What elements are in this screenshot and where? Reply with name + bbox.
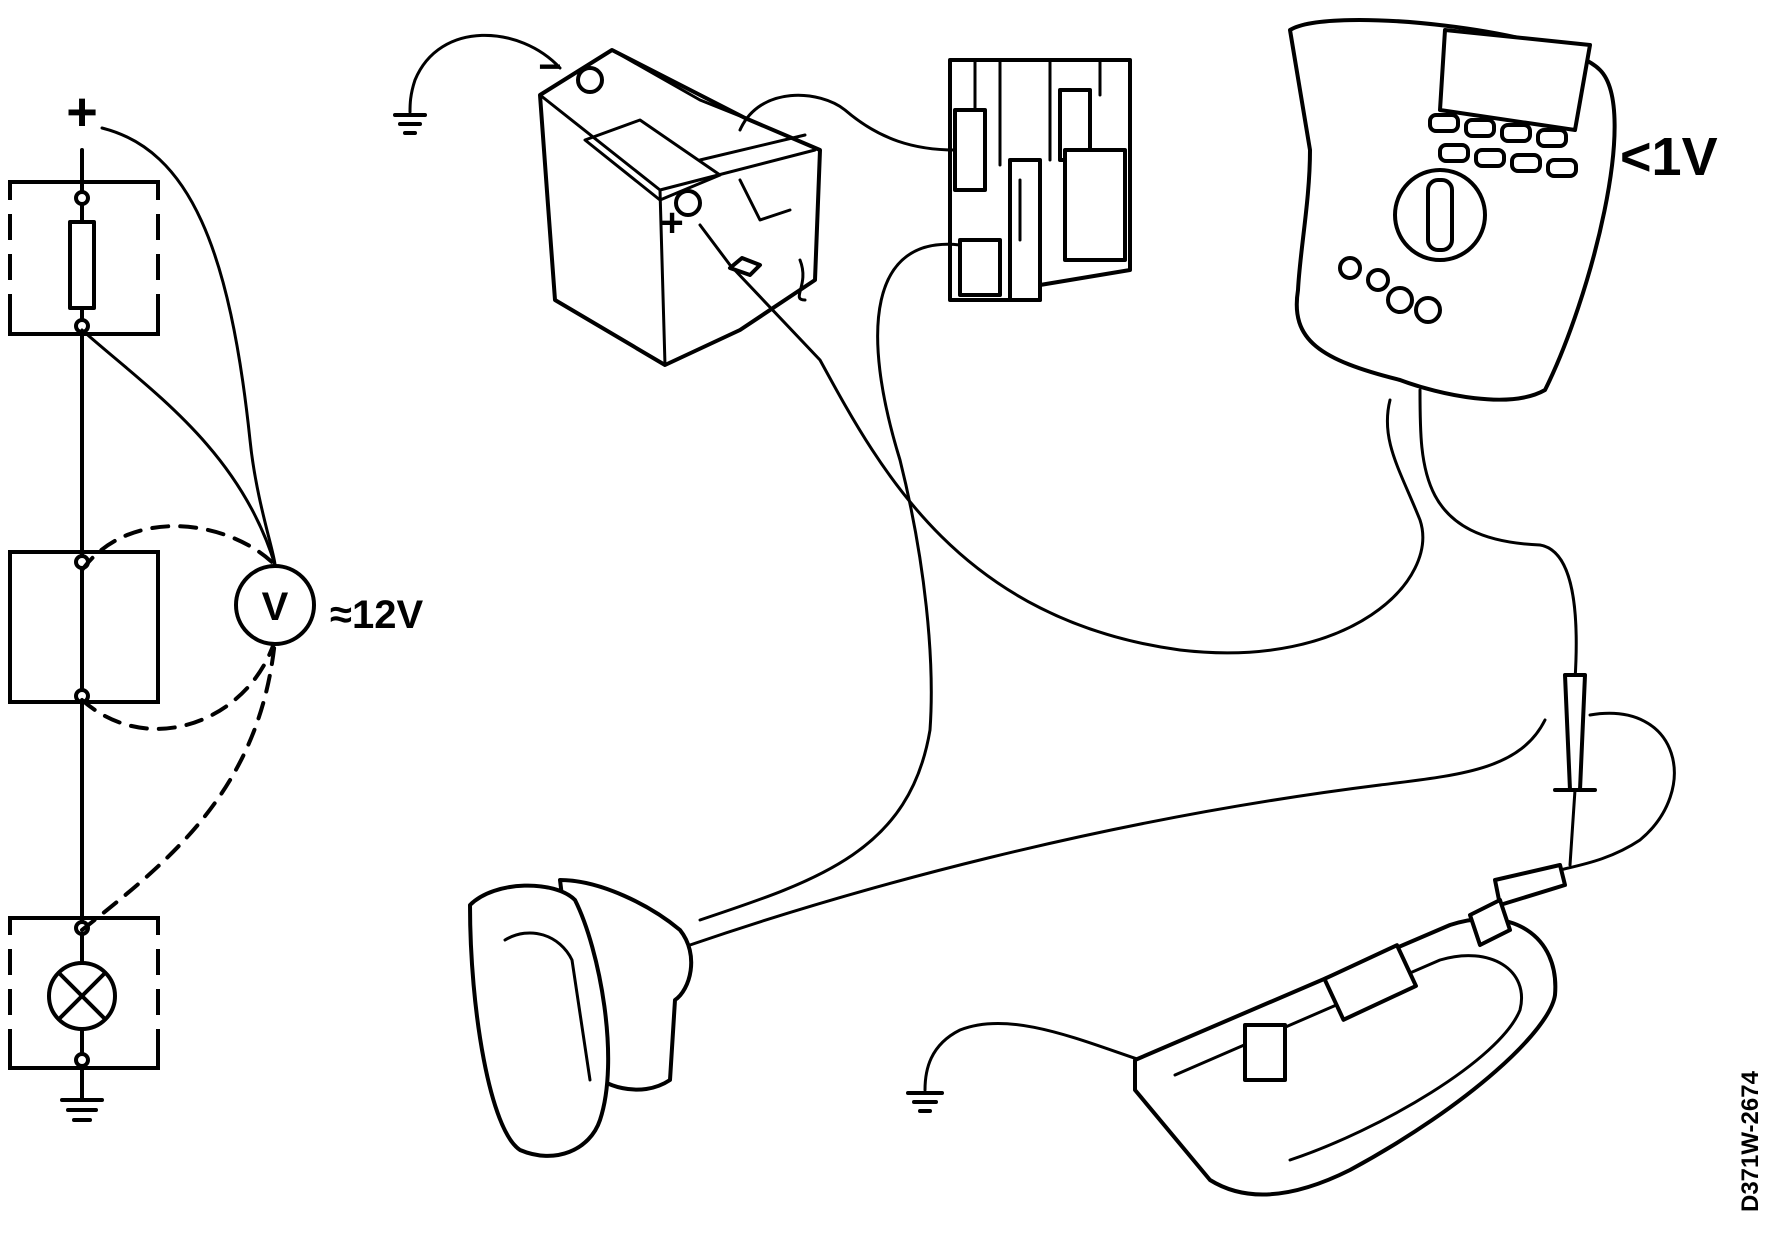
- battery-ground-wire: [408, 33, 562, 114]
- lamp-block: [8, 916, 160, 1070]
- voltmeter-probe-switch-in: [80, 524, 277, 572]
- circuit-schematic: + V ≈12V: [6, 82, 423, 1122]
- light-connector: [1243, 1023, 1287, 1082]
- fuse-box: [948, 58, 1132, 302]
- voltmeter-symbol: V: [262, 585, 289, 629]
- ground-icon: [60, 1098, 104, 1122]
- fuse-resistor-icon: [68, 220, 96, 310]
- wire-battery-probe-to-meter: [698, 223, 1425, 655]
- wire-fuse-to-switch: [698, 242, 962, 922]
- battery-probe-tip: [728, 256, 762, 277]
- fuse-icon: [1008, 158, 1042, 302]
- lamp-icon: [47, 961, 117, 1031]
- rocker-switch-cap: [468, 883, 611, 1158]
- wire-switch-to-light: [688, 718, 1547, 947]
- voltmeter-probe-fuse: [80, 328, 277, 567]
- figure-code: D371W-2674: [1737, 1070, 1764, 1212]
- battery: − +: [393, 33, 822, 367]
- wire-meter-to-light-probe: [1418, 388, 1578, 682]
- battery-ground-icon: [393, 113, 427, 135]
- supply-positive-sign: +: [66, 82, 98, 142]
- multimeter-display: [1438, 28, 1592, 132]
- voltmeter-probe-positive: [100, 126, 277, 567]
- rocker-switch: [468, 878, 694, 1158]
- wire-battery-to-fuse: [738, 93, 957, 152]
- voltmeter-probe-lamp: [80, 638, 277, 932]
- wiring: [688, 93, 1676, 1113]
- voltmeter-icon: [234, 564, 316, 646]
- light-bulb-icon: [1322, 943, 1418, 1022]
- light-ground-wire: [923, 1021, 1142, 1092]
- battery-positive-sign: +: [660, 201, 683, 245]
- interior-light: [1133, 863, 1567, 1197]
- battery-negative-sign: −: [538, 45, 561, 89]
- fuse-block: [8, 180, 160, 336]
- light-ground-icon: [906, 1091, 944, 1113]
- light-probe-icon: [1563, 673, 1587, 792]
- light-housing: [1133, 916, 1558, 1197]
- voltmeter-reading: ≈12V: [330, 593, 423, 637]
- multimeter-reading: <1V: [1620, 127, 1718, 187]
- voltmeter-probe-switch-out: [80, 638, 277, 731]
- multimeter: <1V: [1288, 18, 1718, 402]
